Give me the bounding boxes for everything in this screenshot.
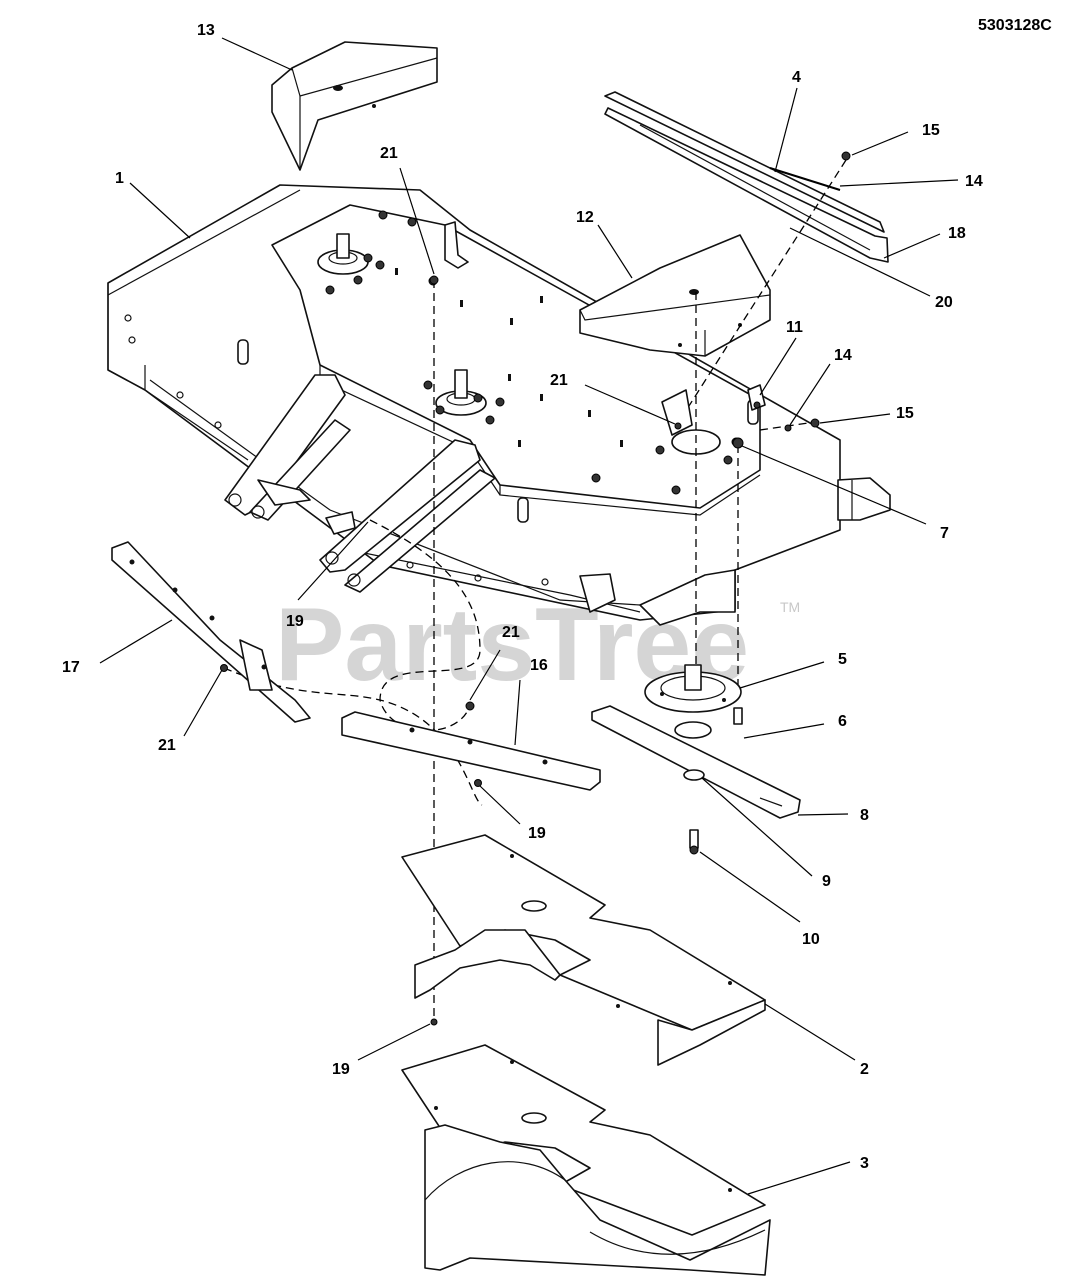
callout-21: 21 (380, 145, 398, 162)
callout-2: 2 (860, 1061, 869, 1078)
part-14-washer-top[interactable] (769, 167, 841, 191)
part-11-bracket[interactable] (747, 384, 766, 411)
callout-7: 7 (940, 525, 949, 542)
callout-21: 21 (158, 737, 176, 754)
part-21-shield-bracket[interactable] (661, 389, 693, 436)
callout-19: 19 (528, 825, 546, 842)
callout-19: 19 (332, 1061, 350, 1078)
callout-21: 21 (550, 372, 568, 389)
part-3-lower-baffle[interactable] (401, 1044, 771, 1276)
callout-18: 18 (948, 225, 966, 242)
part-8-blade[interactable] (591, 705, 801, 819)
part-6-bolt[interactable] (733, 707, 743, 725)
part-12-spindle-cover[interactable] (579, 234, 771, 357)
callout-1: 1 (115, 170, 124, 187)
part-17-baffle[interactable] (111, 541, 311, 723)
callout-20: 20 (935, 294, 953, 311)
part-13-shield[interactable] (271, 41, 438, 171)
callout-16: 16 (530, 657, 548, 674)
part-7-nut[interactable] (732, 437, 744, 449)
part-10-bolt[interactable] (689, 829, 699, 855)
callout-4: 4 (792, 69, 801, 86)
leader-lines (99, 37, 959, 1195)
part-21-nut-top[interactable] (429, 275, 439, 285)
part-4-belt-cover[interactable] (604, 91, 889, 263)
callout-13: 13 (197, 22, 215, 39)
part-16-baffle[interactable] (341, 701, 601, 791)
callout-15: 15 (922, 122, 940, 139)
callout-6: 6 (838, 713, 847, 730)
callout-11: 11 (786, 319, 803, 336)
part-5-spindle[interactable] (644, 664, 742, 739)
watermark-tm: TM (780, 599, 800, 615)
part-2-baffle-plate[interactable] (401, 834, 766, 1066)
callout-9: 9 (822, 873, 831, 890)
diagram-id: 5303128C (978, 17, 1052, 34)
part-15-bolt-right[interactable] (810, 418, 820, 428)
part-1-mower-deck[interactable] (107, 184, 891, 626)
part-9-washer[interactable] (683, 769, 705, 781)
callout-17: 17 (62, 659, 80, 676)
callout-8: 8 (860, 807, 869, 824)
callout-21: 21 (502, 624, 520, 641)
part-14-washer-right[interactable] (784, 424, 792, 432)
callout-14: 14 (834, 347, 852, 364)
callout-19: 19 (286, 613, 304, 630)
callout-12: 12 (576, 209, 594, 226)
callout-14: 14 (965, 173, 983, 190)
callout-15: 15 (896, 405, 914, 422)
callout-3: 3 (860, 1155, 869, 1172)
callout-10: 10 (802, 931, 820, 948)
callout-labels: 13 21 1 4 15 14 18 12 20 11 14 15 21 7 1… (62, 22, 983, 1172)
callout-5: 5 (838, 651, 847, 668)
part-15-bolt-top[interactable] (841, 151, 851, 161)
